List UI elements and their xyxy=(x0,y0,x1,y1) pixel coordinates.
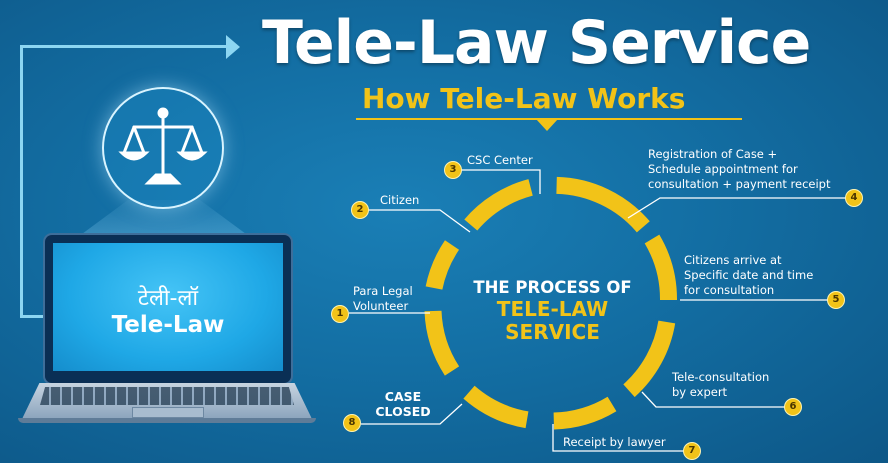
step-2-label: Citizen xyxy=(380,193,420,207)
step-1-number: 1 xyxy=(331,305,349,323)
leader-line-4 xyxy=(627,197,846,219)
down-arrow-icon xyxy=(536,119,558,131)
center-line-1: THE PROCESS OF xyxy=(473,278,632,297)
leader-line-2 xyxy=(367,209,471,233)
trackpad xyxy=(132,407,204,418)
leader-line-6 xyxy=(641,391,786,408)
step-6-line-1: Tele-consultation xyxy=(672,370,770,384)
keyboard-keys xyxy=(40,387,294,405)
connector-line-bottom xyxy=(20,315,52,318)
arrow-right-icon xyxy=(226,35,240,59)
leader-line-7 xyxy=(552,424,686,452)
ring-segment-right xyxy=(644,234,678,301)
step-6-number: 6 xyxy=(784,398,802,416)
step-3-number: 3 xyxy=(444,161,462,179)
step-6-line-2: by expert xyxy=(672,385,728,399)
step-1-line-2: Volunteer xyxy=(353,299,409,313)
laptop-screen xyxy=(53,243,283,371)
step-8-label: CASE CLOSED xyxy=(370,389,436,419)
page-title: Tele-Law Service xyxy=(262,8,811,78)
step-3-label: CSC Center xyxy=(467,153,533,167)
ring-segment-left xyxy=(424,310,460,376)
ring-segment-bottom xyxy=(553,396,617,430)
laptop-edge xyxy=(18,418,316,423)
leader-line-8 xyxy=(361,403,463,425)
center-line-3: SERVICE xyxy=(505,320,600,344)
step-2-number: 2 xyxy=(351,201,369,219)
step-8-line-1: CASE xyxy=(384,389,422,404)
leader-line-3 xyxy=(461,169,541,194)
connector-line-vertical xyxy=(20,45,23,318)
ring-segment-right-top xyxy=(556,176,650,233)
ring-segment-left-top xyxy=(425,240,460,290)
center-line-2: TELE-LAW xyxy=(496,297,609,321)
step-5-line-3: for consultation xyxy=(684,283,775,297)
ring-segment-right-bottom xyxy=(623,320,676,398)
screen-title: Tele-Law xyxy=(111,312,225,338)
step-4-number: 4 xyxy=(845,189,863,207)
step-8-line-2: CLOSED xyxy=(375,404,431,419)
step-1-label: Para Legal Volunteer xyxy=(353,284,413,314)
hindi-label: टेली-लॉ xyxy=(137,286,199,311)
ring-segment-left-bottom xyxy=(463,385,529,429)
process-center-text: THE PROCESS OF TELE-LAW SERVICE xyxy=(455,278,650,344)
step-1-line-1: Para Legal xyxy=(353,284,413,298)
step-5-line-2: Specific date and time xyxy=(684,268,814,282)
step-4-line-2: Schedule appointment for xyxy=(648,162,798,176)
step-4-line-1: Registration of Case + xyxy=(648,147,778,161)
step-7-number: 7 xyxy=(683,442,701,460)
scales-of-justice-icon xyxy=(102,87,224,209)
step-5-line-1: Citizens arrive at xyxy=(684,253,782,267)
page-subtitle: How Tele-Law Works xyxy=(362,82,686,115)
step-4-line-3: consultation + payment receipt xyxy=(648,177,831,191)
step-8-number: 8 xyxy=(343,414,361,432)
step-4-label: Registration of Case + Schedule appointm… xyxy=(648,147,831,192)
connector-line-top xyxy=(20,45,230,48)
step-5-number: 5 xyxy=(827,291,845,309)
step-5-label: Citizens arrive at Specific date and tim… xyxy=(684,253,813,298)
step-7-label: Receipt by lawyer xyxy=(563,435,666,449)
ring-segment-top xyxy=(464,179,534,231)
step-6-label: Tele-consultation by expert xyxy=(672,370,769,400)
